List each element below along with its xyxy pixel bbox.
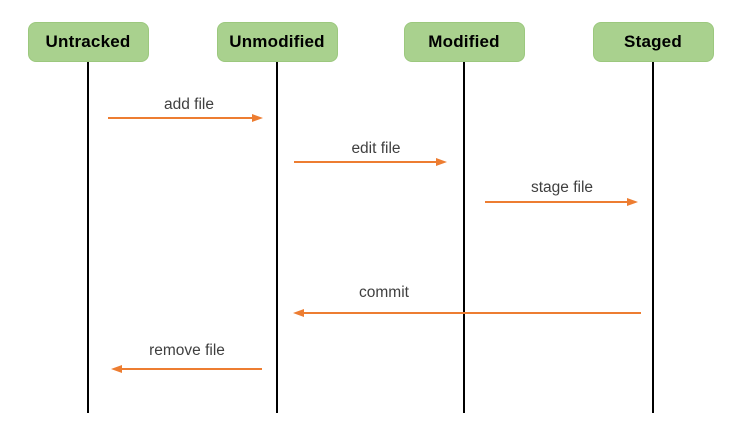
message-label-edit-file: edit file — [351, 140, 401, 157]
message-label-remove-file: remove file — [149, 342, 225, 359]
message-arrow-edit-file — [294, 161, 438, 163]
lifeline-staged — [652, 62, 654, 413]
actor-box-staged: Staged — [592, 22, 714, 62]
arrowhead-left-icon — [111, 364, 122, 373]
message-arrow-add-file — [108, 117, 254, 119]
arrowhead-left-icon — [293, 308, 304, 317]
message-label-stage-file: stage file — [530, 179, 594, 196]
actor-label: Staged — [624, 32, 682, 51]
actor-label: Untracked — [45, 32, 131, 51]
actor-label: Modified — [428, 32, 500, 51]
message-arrow-commit — [302, 312, 641, 314]
lifeline-untracked — [87, 62, 89, 413]
actor-box-modified: Modified — [403, 22, 525, 62]
actor-box-unmodified: Unmodified — [216, 22, 338, 62]
message-label-commit: commit — [359, 284, 409, 301]
message-arrow-stage-file — [485, 201, 629, 203]
actor-box-untracked: Untracked — [27, 22, 149, 62]
lifeline-unmodified — [276, 62, 278, 413]
arrowhead-right-icon — [627, 197, 638, 206]
message-label-add-file: add file — [164, 96, 214, 113]
arrowhead-right-icon — [436, 157, 447, 166]
lifeline-modified — [463, 62, 465, 413]
actor-label: Unmodified — [229, 32, 325, 51]
arrowhead-right-icon — [252, 113, 263, 122]
message-arrow-remove-file — [120, 368, 262, 370]
